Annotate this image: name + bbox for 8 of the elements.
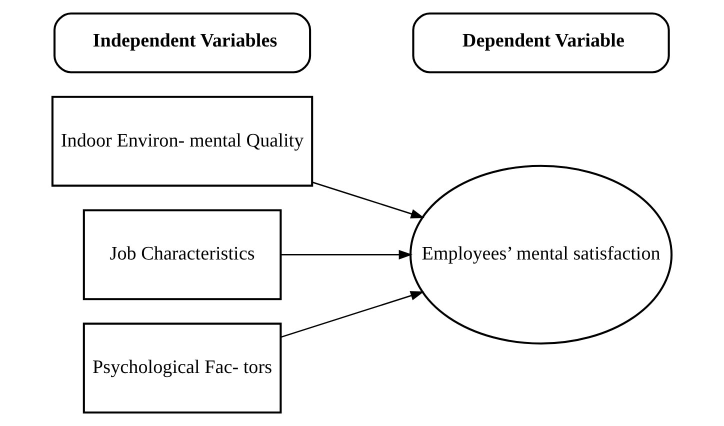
node-box: Independent Variables [54, 12, 312, 74]
node-box: Dependent Variable [412, 12, 670, 74]
arrow [312, 182, 425, 218]
node-box: Job Characteristics [82, 209, 282, 300]
node-box: Indoor Environ- mental Quality [51, 96, 314, 187]
arrow [280, 250, 412, 260]
arrow [280, 291, 424, 338]
node-box: Psychological Fac- tors [82, 322, 282, 414]
